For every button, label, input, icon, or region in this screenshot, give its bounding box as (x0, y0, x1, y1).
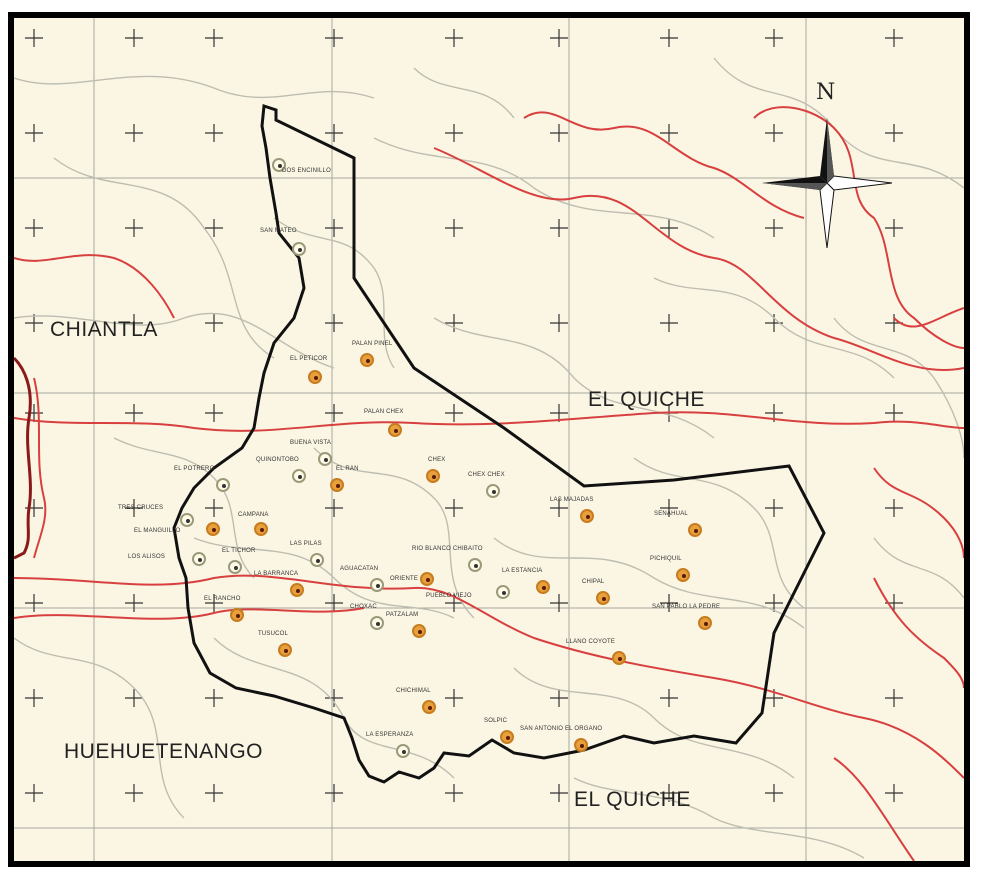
place-label: EL TICHOR (222, 548, 256, 554)
hamlet-marker-icon (216, 478, 230, 492)
town-marker-icon (580, 509, 594, 523)
town-marker-icon (420, 572, 434, 586)
place-label: TRES CRUCES (118, 505, 164, 511)
hamlet-marker-icon (180, 513, 194, 527)
town-marker-icon (254, 522, 268, 536)
place-label: SAN MATEO (260, 228, 297, 234)
place-label: PATZALAM (386, 612, 419, 618)
place-label: SAN PABLO LA PEDRE (652, 604, 721, 610)
hamlet-marker-icon (310, 553, 324, 567)
place-label: CAMPANA (238, 512, 269, 518)
place-label: BUENA VISTA (290, 440, 332, 446)
hamlet-marker-icon (292, 469, 306, 483)
place-label: SAN ANTONIO EL ORGANO (520, 726, 603, 732)
place-label: LA ESPERANZA (366, 732, 414, 738)
place-label: CHEX CHEX (468, 472, 505, 478)
town-marker-icon (278, 643, 292, 657)
place-label: LAS MAJADAS (550, 497, 594, 503)
town-marker-icon (574, 738, 588, 752)
place-label: PALAN PINEL (352, 341, 393, 347)
place-label: EL POTRERO (174, 466, 215, 472)
place-label: RIO BLANCO CHIBAITO (412, 546, 483, 552)
town-marker-icon (308, 370, 322, 384)
place-label: LA BARRANCA (254, 571, 299, 577)
place-label: EL MANGUILLO (134, 528, 181, 534)
place-label: EL RAN (336, 466, 359, 472)
hamlet-marker-icon (370, 578, 384, 592)
town-marker-icon (426, 469, 440, 483)
place-label: TUSUCOL (258, 631, 289, 637)
hamlet-marker-icon (292, 242, 306, 256)
place-label: AGUACATAN (340, 566, 379, 572)
town-marker-icon (612, 651, 626, 665)
hamlet-marker-icon (228, 560, 242, 574)
place-label: PALAN CHEX (364, 409, 404, 415)
town-marker-icon (536, 580, 550, 594)
town-marker-icon (412, 624, 426, 638)
town-marker-icon (388, 423, 402, 437)
place-label: LAS PILAS (290, 541, 322, 547)
municipality-boundary (172, 103, 826, 784)
town-marker-icon (230, 608, 244, 622)
place-label: SENAHUAL (654, 511, 688, 517)
hamlet-marker-icon (272, 158, 286, 172)
town-marker-icon (500, 730, 514, 744)
place-label: DOS ENCINILLO (282, 168, 331, 174)
place-label: QUINONTOBO (256, 457, 299, 463)
place-label: EL PETICOR (290, 356, 328, 362)
hamlet-marker-icon (496, 585, 510, 599)
place-label: SOLPIC (484, 718, 508, 724)
town-marker-icon (698, 616, 712, 630)
place-label: EL RANCHO (204, 596, 241, 602)
hamlet-marker-icon (468, 558, 482, 572)
coordinate-grid (14, 18, 964, 861)
west-border (14, 356, 32, 560)
place-label: ORIENTE (390, 576, 419, 582)
place-label: CHEX (428, 457, 446, 463)
place-label: LOS ALISOS (128, 554, 166, 560)
hamlet-marker-icon (318, 452, 332, 466)
town-marker-icon (596, 591, 610, 605)
hamlet-marker-icon (396, 744, 410, 758)
hamlet-marker-icon (192, 552, 206, 566)
roads (14, 57, 964, 859)
map-canvas (14, 18, 964, 861)
town-marker-icon (206, 522, 220, 536)
place-label: LLANO COYOTE (566, 639, 616, 645)
town-marker-icon (422, 700, 436, 714)
rivers (14, 106, 964, 861)
north-arrow-icon (762, 118, 892, 248)
region-label-huehuetenango: HUEHUETENANGO (64, 740, 264, 763)
place-label: CHICHIMAL (396, 688, 431, 694)
region-label-el-quiche-east: EL QUICHE (588, 388, 705, 411)
hamlet-marker-icon (370, 616, 384, 630)
place-label: PICHIQUIL (650, 556, 682, 562)
town-marker-icon (360, 353, 374, 367)
town-marker-icon (290, 583, 304, 597)
region-label-el-quiche-south: EL QUICHE (574, 788, 691, 811)
place-label: CHIPAL (582, 579, 605, 585)
place-label: PUEBLO VIEJO (426, 593, 472, 599)
town-marker-icon (688, 523, 702, 537)
map-frame: N CHIANTLA EL QUICHE HUEHUETENANGO EL QU… (8, 12, 970, 867)
town-marker-icon (676, 568, 690, 582)
north-label: N (816, 80, 836, 105)
place-label: LA ESTANCIA (502, 568, 543, 574)
place-label: CHOXAC (350, 604, 377, 610)
region-label-chiantla: CHIANTLA (50, 318, 158, 341)
hamlet-marker-icon (486, 484, 500, 498)
town-marker-icon (330, 478, 344, 492)
